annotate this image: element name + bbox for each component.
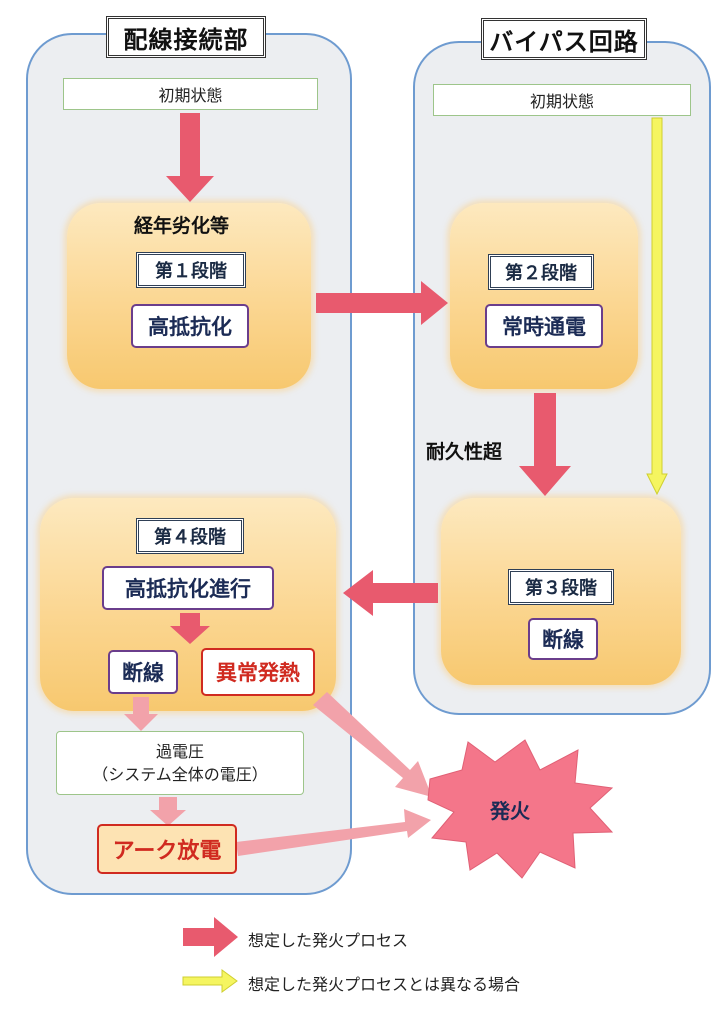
stage2-label: 第２段階	[488, 254, 594, 290]
stage3-label: 第３段階	[508, 569, 614, 605]
stage2-block	[450, 203, 638, 389]
arrow-bypass-initial-to-stage3	[646, 117, 668, 496]
arrow-stage2-to-stage3	[519, 393, 571, 496]
overvoltage-label: 過電圧	[155, 741, 204, 761]
wiring-disconnect-box: 断線	[108, 650, 178, 694]
arrow-disconnect-to-overvoltage	[124, 697, 158, 731]
arrow-progress-to-disconnect	[170, 613, 210, 644]
arrow-overvoltage-to-arc	[150, 797, 186, 826]
legend-yellow-label: 想定した発火プロセスとは異なる場合	[248, 975, 521, 994]
abnormal-heat-box: 異常発熱	[201, 648, 315, 696]
arrow-arc-to-fire	[236, 809, 431, 856]
arc-discharge-box: アーク放電	[97, 824, 237, 874]
high-resistance-progress-box: 高抵抗化進行	[102, 566, 274, 610]
bypass-section-title: バイパス回路	[481, 18, 647, 60]
arrow-stage3-to-stage4	[343, 570, 438, 616]
fire-label: 発火	[490, 799, 530, 823]
bypass-disconnect-box: 断線	[528, 618, 598, 660]
stage1-block	[67, 203, 311, 389]
fire-burst	[427, 739, 614, 879]
overvoltage-note: （システム全体の電圧）	[92, 765, 268, 784]
wiring-section-title: 配線接続部	[106, 16, 266, 58]
overvoltage-box: 過電圧 （システム全体の電圧）	[56, 731, 304, 795]
stage1-label: 第１段階	[136, 252, 246, 288]
wiring-initial-state: 初期状態	[63, 78, 318, 110]
bypass-initial-state: 初期状態	[433, 84, 691, 116]
legend-yellow-arrow	[182, 969, 238, 993]
arrow-initial-to-stage1	[166, 113, 214, 202]
legend-red-arrow	[183, 917, 238, 957]
high-resistance-box: 高抵抗化	[131, 304, 249, 348]
durability-exceeded-label: 耐久性超	[426, 441, 503, 463]
aging-label: 経年劣化等	[134, 215, 230, 237]
arrow-stage1-to-stage2	[316, 281, 448, 325]
stage4-label: 第４段階	[136, 518, 244, 554]
constant-current-box: 常時通電	[485, 304, 603, 348]
legend-red-label: 想定した発火プロセス	[248, 931, 409, 950]
arrow-heat-to-fire	[313, 692, 432, 797]
